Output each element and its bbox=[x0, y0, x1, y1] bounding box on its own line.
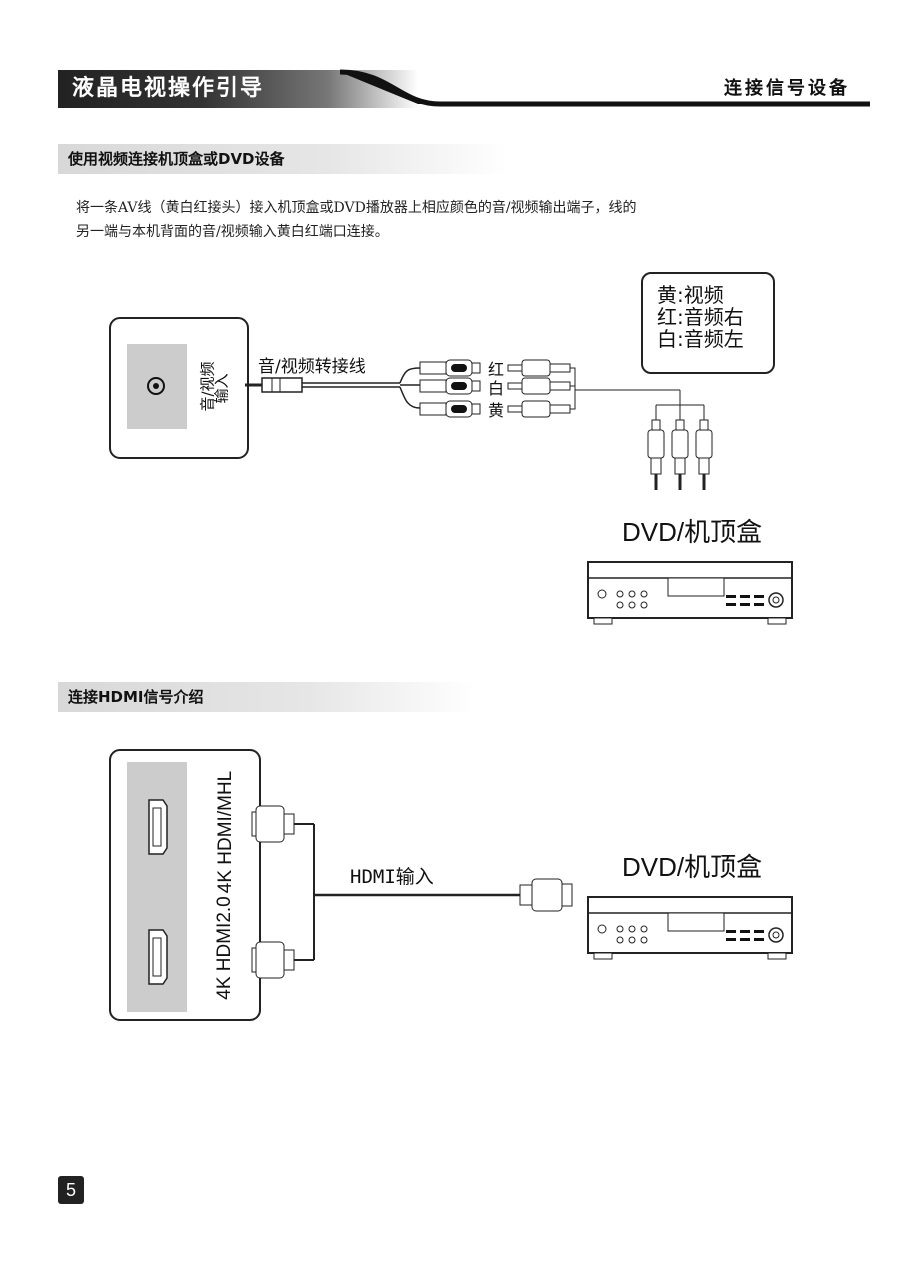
hdmi-cable bbox=[313, 824, 520, 960]
section2-title: 连接HDMI信号介绍 bbox=[58, 682, 476, 712]
hdmi-port-icon bbox=[148, 799, 168, 855]
legend-yellow: 黄:视频 bbox=[657, 283, 724, 307]
vertical-rca-plugs bbox=[647, 419, 713, 490]
hdmi-plug-device bbox=[519, 878, 573, 912]
section1-title: 使用视频连接机顶盒或DVD设备 bbox=[58, 144, 508, 174]
hdmi-plug-top bbox=[251, 805, 314, 843]
tv-av-panel bbox=[109, 317, 249, 459]
section-heading: 连接信号设备 bbox=[724, 78, 850, 99]
av-port-label: 音/视频 输入 bbox=[190, 352, 240, 422]
plug-label-yellow: 黄 bbox=[488, 401, 505, 420]
hdmi-port-icon bbox=[148, 929, 168, 985]
rca-plugs bbox=[419, 359, 481, 418]
hdmi-cable-label: HDMI输入 bbox=[350, 866, 434, 888]
dvd-label-hdmi: DVD/机顶盒 bbox=[622, 852, 763, 882]
dvd-player-icon bbox=[587, 896, 793, 960]
av-port-label-line2: 输入 bbox=[212, 373, 231, 404]
section1-paragraph-line1: 将一条AV线（黄白红接头）接入机顶盒或DVD播放器上相应颜色的音/视频输出端子，… bbox=[76, 200, 637, 216]
dvd-label-av: DVD/机顶盒 bbox=[622, 517, 763, 547]
av-cable-label: 音/视频转接线 bbox=[258, 357, 366, 377]
section1-paragraph-line2: 另一端与本机背面的音/视频输入黄白红端口连接。 bbox=[76, 224, 389, 240]
hdmi-plug-bottom bbox=[251, 941, 314, 979]
hdmi-port-bottom-label: 4K HDMI2.0 bbox=[214, 896, 235, 1000]
dvd-player-icon bbox=[587, 561, 793, 625]
page-number: 5 bbox=[58, 1176, 84, 1204]
plug-label-red: 红 bbox=[488, 360, 505, 379]
plug-label-white: 白 bbox=[488, 379, 505, 398]
color-legend: 黄:视频 红:音频右 白:音频左 bbox=[641, 272, 775, 374]
rca-right-plugs bbox=[507, 359, 705, 420]
legend-red: 红:音频右 bbox=[657, 305, 744, 329]
legend-white: 白:音频左 bbox=[657, 327, 744, 351]
header-swoosh bbox=[339, 69, 870, 107]
av-cable bbox=[245, 367, 421, 409]
tv-hdmi-panel bbox=[109, 749, 261, 1021]
